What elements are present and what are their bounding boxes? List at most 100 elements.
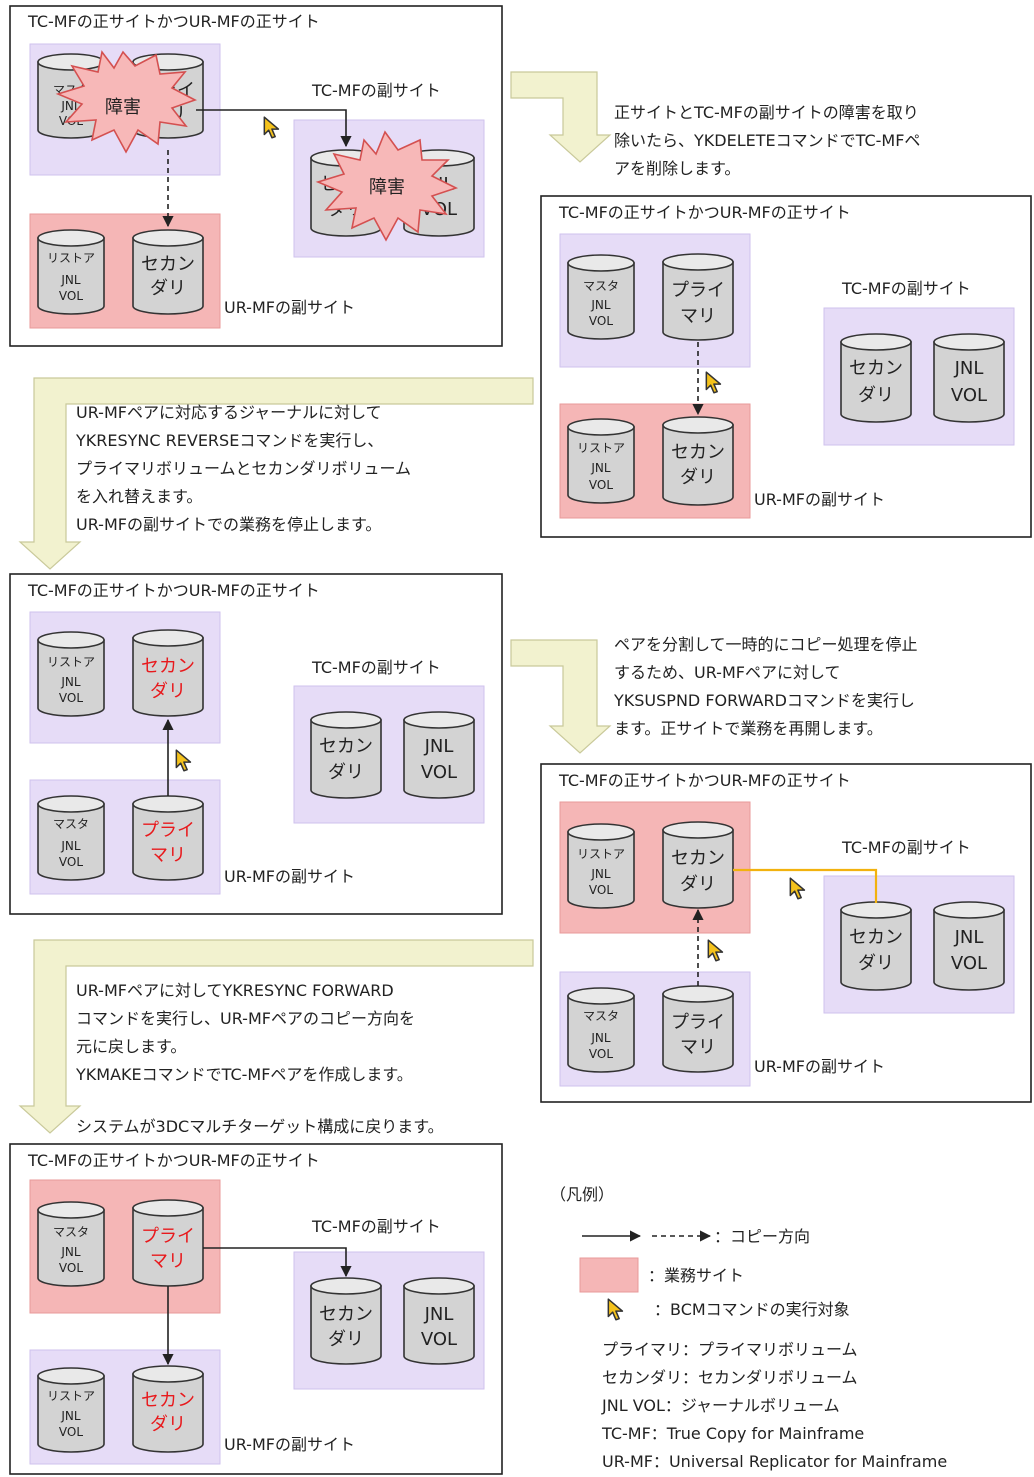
svg-text:セカン: セカン (671, 848, 725, 869)
svg-text:VOL: VOL (59, 289, 83, 303)
cylinder-master-jnl-vol: マスタ JNL VOL (567, 254, 635, 340)
svg-text:マスタ: マスタ (583, 279, 619, 293)
svg-text:リストア: リストア (47, 1389, 95, 1403)
svg-text:マリ: マリ (680, 306, 716, 327)
svg-text:正サイトとTC-MFの副サイトの障害を取り: 正サイトとTC-MFの副サイトの障害を取り (614, 103, 919, 122)
panel-4-title: TC-MFの正サイトかつUR-MFの正サイト (558, 771, 851, 790)
cylinder-secondary: セカン ダリ (840, 901, 912, 991)
step-1-text: 正サイトとTC-MFの副サイトの障害を取り 除いたら、YKDELETEコマンドで… (614, 103, 920, 178)
panel-2: TC-MFの正サイトかつUR-MFの正サイト TC-MFの副サイト UR-MFの… (540, 195, 1032, 538)
svg-text:リストア: リストア (577, 441, 625, 455)
svg-text:セカン: セカン (671, 442, 725, 463)
svg-text:UR-MFの副サイトでの業務を停止します。: UR-MFの副サイトでの業務を停止します。 (76, 515, 381, 534)
final-note: システムが3DCマルチターゲット構成に戻ります。 (76, 1117, 444, 1136)
svg-text:ダリ: ダリ (680, 467, 716, 488)
svg-text:マリ: マリ (150, 845, 186, 866)
cylinder-jnl-vol: JNL VOL (933, 901, 1005, 991)
svg-text:プライ: プライ (141, 820, 195, 841)
svg-text:VOL: VOL (589, 478, 613, 492)
svg-text:マスタ: マスタ (583, 1009, 619, 1023)
flow-arrow-2 (18, 377, 534, 570)
panel-1-tc-secondary-label: TC-MFの副サイト (311, 81, 441, 100)
panel-5-ur-secondary-label: UR-MFの副サイト (224, 1435, 355, 1454)
legend-copy-direction: ：コピー方向 (714, 1227, 810, 1246)
cylinder-primary-highlighted: プライ マリ (132, 1199, 204, 1287)
legend-def-tc: TC-MF：True Copy for Mainframe (601, 1424, 864, 1443)
legend-def-primary: プライマリ：プライマリボリューム (602, 1340, 858, 1359)
cylinder-secondary: セカン ダリ (310, 711, 382, 799)
svg-text:VOL: VOL (589, 314, 613, 328)
cylinder-primary-highlighted: プライ マリ (132, 795, 204, 881)
svg-text:元に戻します。: 元に戻します。 (76, 1037, 186, 1056)
svg-text:マリ: マリ (680, 1037, 716, 1058)
tc-link-line (733, 868, 878, 903)
svg-text:ダリ: ダリ (150, 681, 186, 702)
cylinder-secondary: セカン ダリ (310, 1277, 382, 1365)
cylinder-restore-jnl-vol: リストア JNL VOL (37, 631, 105, 717)
tc-copy-arrow (196, 109, 352, 148)
svg-text:JNL: JNL (60, 99, 81, 113)
svg-text:JNL: JNL (590, 1031, 611, 1045)
svg-text:セカン: セカン (319, 736, 373, 757)
svg-text:VOL: VOL (59, 1261, 83, 1275)
svg-text:JNL: JNL (60, 273, 81, 287)
legend-def-jnl: JNL VOL：ジャーナルボリューム (601, 1396, 840, 1415)
svg-text:VOL: VOL (589, 1047, 613, 1061)
svg-text:ダリ: ダリ (858, 953, 894, 974)
step-3-text: ペアを分割して一時的にコピー処理を停止 するため、UR-MFペアに対して YKS… (613, 635, 918, 738)
panel-5-tc-secondary-label: TC-MFの副サイト (311, 1217, 441, 1236)
cylinder-primary: プライ マリ (662, 985, 734, 1073)
svg-text:JNL: JNL (60, 1245, 81, 1259)
legend-work-site: ：業務サイト (648, 1266, 744, 1285)
cylinder-secondary: セカン ダリ (662, 416, 734, 506)
svg-text:ダリ: ダリ (858, 385, 894, 406)
svg-text:ダリ: ダリ (328, 1329, 364, 1350)
svg-text:プライ: プライ (141, 1226, 195, 1247)
svg-text:セカン: セカン (141, 254, 195, 275)
cylinder-secondary: セカン ダリ (662, 821, 734, 909)
svg-text:YKMAKEコマンドでTC-MFペアを作成します。: YKMAKEコマンドでTC-MFペアを作成します。 (75, 1065, 413, 1084)
cylinder-jnl-vol: JNL VOL (933, 333, 1005, 423)
legend-def-ur: UR-MF：Universal Replicator for Mainframe (602, 1452, 947, 1471)
panel-3-title: TC-MFの正サイトかつUR-MFの正サイト (27, 581, 320, 600)
cylinder-master-jnl-vol: マスタ JNL VOL (567, 987, 635, 1073)
svg-text:マスタ: マスタ (53, 817, 89, 831)
panel-1: TC-MFの正サイトかつUR-MFの正サイト TC-MFの副サイト UR-MFの… (9, 5, 503, 347)
cylinder-primary: プライ マリ (662, 253, 734, 341)
legend-bcm-target: ：BCMコマンドの実行対象 (654, 1300, 850, 1319)
svg-text:VOL: VOL (421, 1329, 457, 1350)
panel-2-ur-secondary-label: UR-MFの副サイト (754, 490, 885, 509)
flow-arrow-1 (510, 71, 612, 163)
svg-text:リストア: リストア (47, 655, 95, 669)
svg-text:YKSUSPND FORWARDコマンドを実行し: YKSUSPND FORWARDコマンドを実行し (613, 691, 915, 710)
panel-5: TC-MFの正サイトかつUR-MFの正サイト TC-MFの副サイト UR-MFの… (9, 1143, 503, 1475)
legend-def-secondary: セカンダリ：セカンダリボリューム (602, 1368, 858, 1387)
svg-text:セカン: セカン (141, 656, 195, 677)
cylinder-jnl-vol: JNL VOL (403, 1277, 475, 1365)
svg-text:JNL: JNL (954, 358, 984, 379)
cylinder-restore-jnl-vol: リストア JNL VOL (37, 229, 105, 315)
cylinder-master-jnl-vol: マスタ JNL VOL (37, 795, 105, 881)
cylinder-secondary: セカン ダリ (840, 333, 912, 423)
svg-text:ダリ: ダリ (150, 1414, 186, 1435)
failure-label: 障害 (369, 177, 405, 198)
legend: （凡例） ：コピー方向 ：業務サイト ：BCMコマンドの実行対象 プライマリ：プ… (550, 1185, 947, 1471)
svg-text:リストア: リストア (577, 847, 625, 861)
cylinder-jnl-vol: JNL VOL (403, 711, 475, 799)
svg-text:JNL: JNL (590, 298, 611, 312)
cylinder-restore-jnl-vol: リストア JNL VOL (567, 418, 635, 504)
svg-text:除いたら、YKDELETEコマンドでTC-MFペ: 除いたら、YKDELETEコマンドでTC-MFペ (614, 131, 920, 150)
panel-4-ur-secondary-label: UR-MFの副サイト (754, 1057, 885, 1076)
cylinder-secondary-highlighted: セカン ダリ (132, 629, 204, 717)
svg-text:プライ: プライ (671, 280, 725, 301)
svg-text:ペアを分割して一時的にコピー処理を停止: ペアを分割して一時的にコピー処理を停止 (614, 635, 918, 654)
svg-text:リストア: リストア (47, 251, 95, 265)
step-2-text: UR-MFペアに対応するジャーナルに対して YKRESYNC REVERSEコマ… (75, 403, 411, 534)
svg-text:JNL: JNL (590, 867, 611, 881)
svg-text:UR-MFペアに対してYKRESYNC FORWARD: UR-MFペアに対してYKRESYNC FORWARD (76, 981, 394, 1000)
panel-4: TC-MFの正サイトかつUR-MFの正サイト TC-MFの副サイト UR-MFの… (540, 763, 1032, 1103)
panel-1-ur-secondary-label: UR-MFの副サイト (224, 298, 355, 317)
panel-3-ur-secondary-label: UR-MFの副サイト (224, 867, 355, 886)
svg-text:セカン: セカン (319, 1304, 373, 1325)
failure-burst-icon (55, 50, 198, 154)
